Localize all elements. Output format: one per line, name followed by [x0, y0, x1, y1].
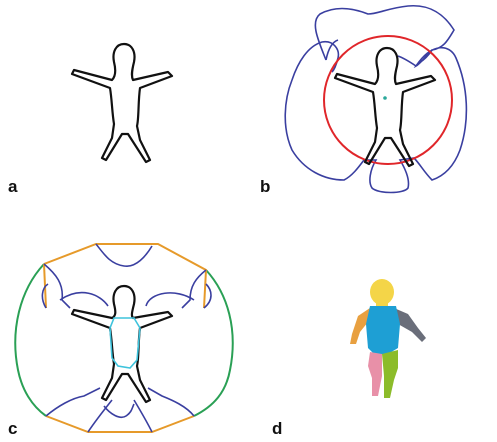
- panel-d: d: [248, 220, 497, 442]
- body-part-torso: [366, 306, 400, 354]
- panel-a: a: [0, 0, 248, 220]
- panel-label-d: d: [272, 420, 282, 437]
- silhouette-outline: [72, 44, 172, 162]
- panel-b: b: [248, 0, 497, 220]
- panel-label-b: b: [260, 178, 270, 195]
- silhouette-a: [0, 0, 248, 220]
- body-part-leg-left: [368, 352, 382, 396]
- silhouette-outline: [72, 286, 172, 402]
- panel-c: c: [0, 220, 248, 442]
- torso-outline: [110, 318, 140, 368]
- hull-orange-top: [44, 244, 206, 308]
- body-parts-d: [248, 220, 497, 442]
- hull-green-right: [194, 270, 233, 416]
- hull-orange-bottom: [46, 416, 194, 432]
- panel-label-c: c: [8, 420, 17, 437]
- enclosing-circle: [324, 36, 452, 164]
- diagram-b: [248, 0, 497, 220]
- diagram-c: [0, 220, 248, 442]
- center-point: [383, 96, 387, 100]
- silhouette-outline: [335, 48, 435, 166]
- body-part-leg-right: [382, 350, 398, 398]
- hull-green-left: [15, 264, 46, 416]
- blue-contour: [285, 6, 466, 193]
- panel-label-a: a: [8, 178, 17, 195]
- blue-contour-inner-right: [398, 50, 432, 66]
